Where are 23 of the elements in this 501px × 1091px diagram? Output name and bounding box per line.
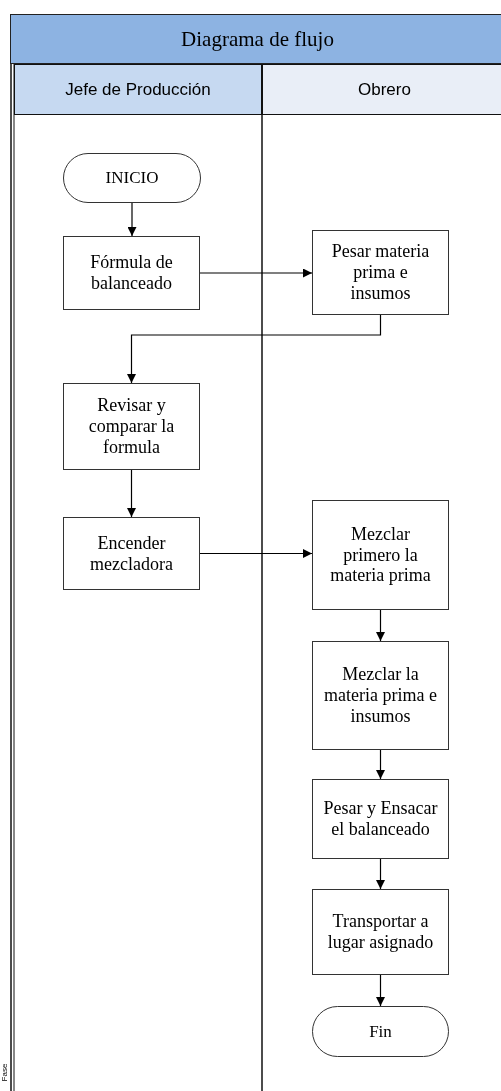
phase-label: Fase xyxy=(0,1063,10,1082)
process-box: Mezclar la materia prima e insumos xyxy=(312,641,449,750)
process-box: Fórmula de balanceado xyxy=(63,236,200,310)
process-box: Pesar materia prima e insumos xyxy=(312,230,449,315)
process-box: Pesar y Ensacar el balanceado xyxy=(312,779,449,859)
arrow xyxy=(199,549,313,558)
arrow xyxy=(127,202,137,237)
arrow xyxy=(127,469,136,518)
arrow xyxy=(376,858,385,890)
terminal-shape: INICIO xyxy=(63,153,201,203)
process-box: Encender mezcladora xyxy=(63,517,200,590)
arrow xyxy=(376,974,385,1007)
process-box: Transportar a lugar asignado xyxy=(312,889,449,975)
lane-header: Obrero xyxy=(262,64,501,115)
terminal-shape: Fin xyxy=(312,1006,449,1057)
arrow xyxy=(199,268,313,278)
title-band: Diagrama de flujo xyxy=(10,14,501,64)
process-box: Revisar y comparar la formula xyxy=(63,383,200,470)
process-box: Mezclar primero la materia prima xyxy=(312,500,449,610)
arrow xyxy=(376,609,385,642)
arrow xyxy=(127,314,382,384)
lane-header: Jefe de Producción xyxy=(14,64,262,115)
arrow xyxy=(376,749,385,780)
